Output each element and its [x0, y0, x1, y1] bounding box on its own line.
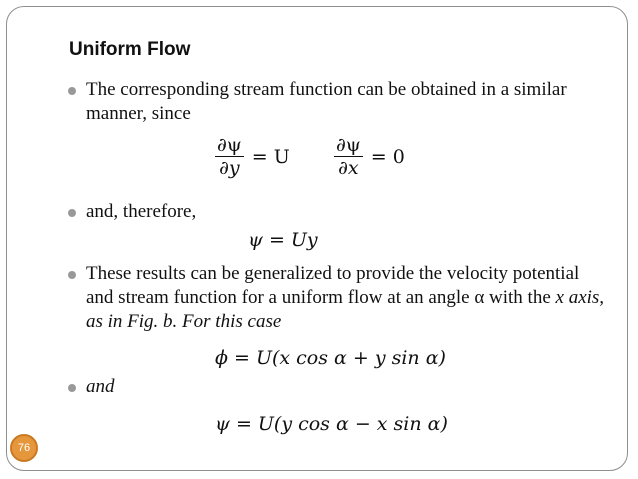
- bullet-marker: [68, 271, 76, 279]
- bullet-marker: [68, 384, 76, 392]
- eq1-rhs: = U: [251, 145, 290, 168]
- bullet-text-4: and: [86, 376, 115, 397]
- slide-frame: [6, 6, 628, 471]
- equation-psi-uy: ψ = Uy: [248, 229, 318, 251]
- eq1-numerator: ∂ψ: [215, 134, 244, 157]
- bullet-marker: [68, 209, 76, 217]
- equation-dpsi-dy: ∂ψ∂y = U: [215, 134, 298, 179]
- equation-dpsi-dx: ∂ψ∂x = 0: [334, 134, 413, 179]
- bullet-text-3-italic: x axis, as in Fig. b. For this case: [86, 287, 605, 332]
- bullet-text-1: The corresponding stream function can be…: [86, 79, 567, 124]
- eq2-numerator: ∂ψ: [334, 134, 363, 157]
- eq2-rhs: = 0: [370, 145, 405, 168]
- equation-phi: ϕ = U(x cos α + y sin α): [215, 347, 446, 369]
- bullet-text-3-normal: These results can be generalized to prov…: [86, 263, 580, 308]
- equation-psi-general: ψ = U(y cos α − x sin α): [215, 413, 448, 435]
- slide-title: Uniform Flow: [69, 39, 191, 60]
- eq1-denominator: ∂y: [219, 157, 240, 179]
- bullet-marker: [68, 87, 76, 95]
- bullet-text-3: These results can be generalized to prov…: [86, 262, 606, 334]
- bullet-text-2: and, therefore,: [86, 201, 197, 222]
- eq2-denominator: ∂x: [338, 157, 359, 179]
- page-number-badge: 76: [10, 434, 38, 462]
